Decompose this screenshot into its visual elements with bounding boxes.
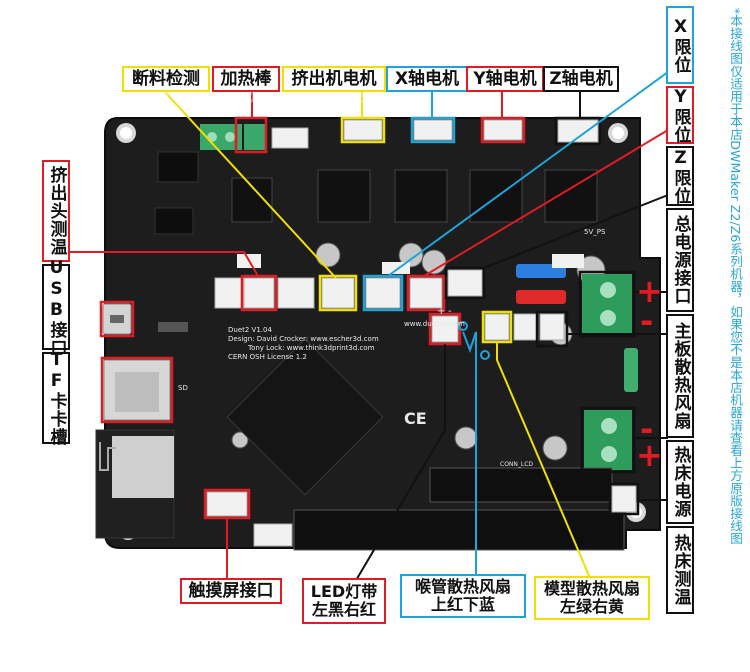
power-plus-sign: + (636, 272, 663, 310)
label-usb-port: USB接口 (42, 258, 70, 357)
label-filament-sensor: 断料检测 (122, 66, 210, 92)
label-x-motor: X轴电机 (386, 66, 468, 92)
bed-thermistor-conn (611, 485, 637, 513)
fan-plus-mark: + (437, 306, 445, 317)
mcu-chip (226, 338, 384, 496)
label-hotend-fan-line2: 上红下蓝 (430, 595, 495, 614)
conn-extruder-motor (271, 127, 309, 149)
compatibility-note: *本接线图仅适用于本店DWMaker Z2/Z6系列机器，如果您不是本店机器请查… (728, 8, 743, 545)
bed-minus-sign: - (640, 410, 654, 448)
bed-plus-sign: + (636, 436, 663, 474)
label-y-limit: Y限位 (666, 86, 694, 144)
label-led-line1: LED灯带 (310, 582, 378, 602)
label-touch-screen: 触摸屏接口 (180, 578, 282, 604)
fuse-red (516, 290, 566, 304)
board-lcd-text: CONN_LCD (500, 461, 533, 468)
label-bed-thermistor: 热床测温 (666, 526, 694, 614)
label-led-strip: LED灯带 左黑右红 (302, 578, 386, 624)
conn-z-motor (483, 119, 523, 141)
label-extruder-motor: 挤出机电机 (282, 66, 386, 92)
label-extruder-thermistor: 挤出头测温 (42, 160, 70, 262)
label-z-limit: Z限位 (666, 146, 694, 206)
conn-z2-motor (557, 119, 599, 143)
power-minus-sign: - (640, 302, 654, 340)
label-bed-power: 热床电源 (666, 440, 694, 524)
label-x-limit: X限位 (666, 6, 694, 84)
board-tony-text: Tony Lock: www.think3dprint3d.com (247, 344, 375, 352)
conn-y-motor (413, 119, 453, 141)
label-main-power: 总电源接口 (666, 208, 694, 312)
mid-connectors (206, 269, 565, 547)
label-model-fan: 模型散热风扇 左绿右黄 (534, 576, 650, 620)
board-license-text: CERN OSH License 1.2 (228, 353, 307, 361)
board-model-text: Duet2 V1.04 (228, 326, 272, 334)
label-y-motor: Y轴电机 (466, 66, 544, 92)
board-ce-text: CE (404, 409, 427, 428)
label-model-fan-line2: 左绿右黄 (559, 597, 624, 616)
label-board-fan: 主板散热风扇 (666, 314, 694, 438)
board-url-text: www.duet3d.com (404, 320, 465, 328)
label-led-line2: 左黑右红 (311, 600, 376, 619)
label-hotend-fan: 喉管散热风扇 上红下蓝 (400, 574, 526, 618)
board-design-text: Design: David Crocker: www.escher3d.com (228, 335, 379, 343)
label-model-fan-line1: 模型散热风扇 (543, 579, 640, 599)
label-heater-rod: 加热棒 (212, 66, 280, 92)
board-sd-text: SD (178, 384, 188, 392)
label-tf-slot: TF卡卡槽 (42, 350, 70, 446)
conn-x-motor (343, 119, 383, 141)
fan-minus-mark: - (448, 306, 452, 317)
label-z-motor: Z轴电机 (543, 66, 619, 92)
board-rev-text: 5V_PS (584, 228, 606, 236)
label-hotend-fan-line1: 喉管散热风扇 (414, 577, 511, 597)
